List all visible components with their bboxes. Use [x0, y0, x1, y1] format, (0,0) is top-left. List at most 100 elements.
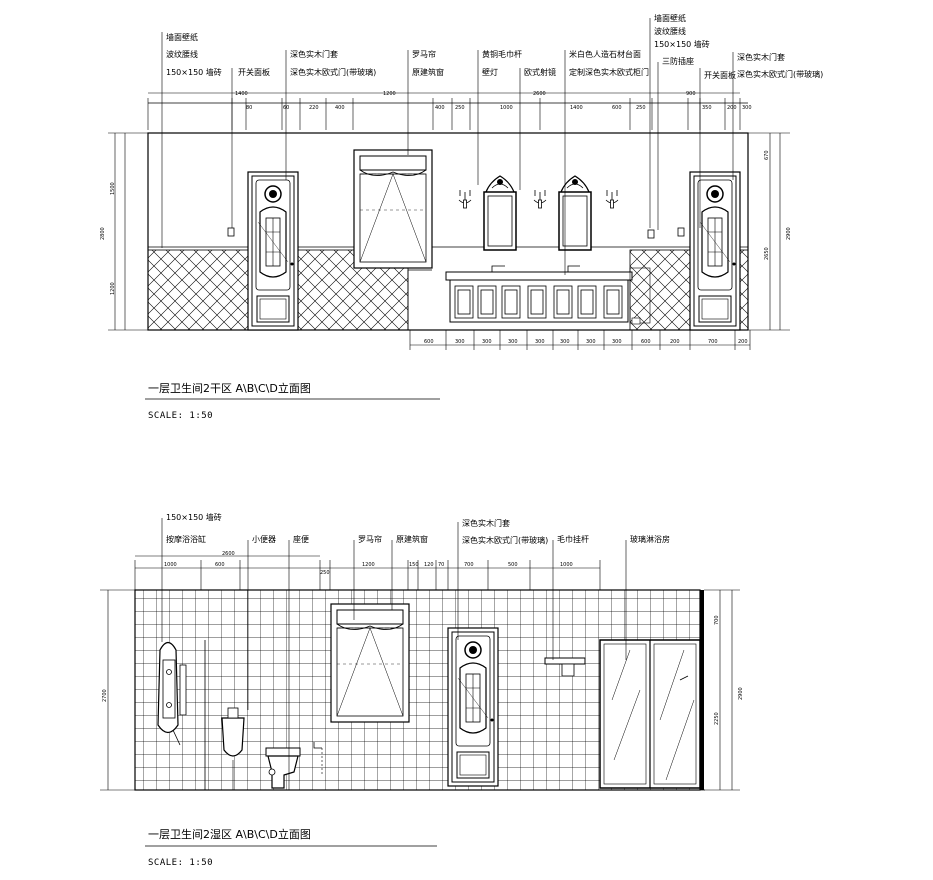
label-wet-roman-blind: 罗马帘 [358, 534, 382, 544]
dim-400: 400 [335, 105, 345, 111]
bdim-6: 300 [560, 339, 570, 345]
bdim-4: 300 [508, 339, 518, 345]
wdim-600: 600 [215, 562, 225, 568]
label-countertop: 米白色人造石材台面 [569, 49, 641, 59]
sconce-3 [605, 189, 619, 209]
wet-leaders [161, 518, 627, 710]
dim-1400: 1400 [235, 91, 248, 97]
label-wallpaper-2: 墙面壁纸 [654, 13, 686, 23]
label-wall-tile: 150×150 墙砖 [166, 67, 222, 77]
door-left [247, 171, 299, 331]
label-towel-bar: 黄铜毛巾杆 [482, 49, 522, 59]
dim-250b: 250 [636, 105, 646, 111]
wdim-500: 500 [508, 562, 518, 568]
wdim-150: 150 [409, 562, 419, 568]
bdim-3: 300 [482, 339, 492, 345]
bdim-9: 600 [641, 339, 651, 345]
wdim-1000: 1000 [164, 562, 177, 568]
drawing-scale-dry: SCALE: 1:50 [148, 411, 213, 421]
left-dim-1200: 1200 [110, 282, 116, 295]
urinal [221, 707, 245, 790]
switch-panel-icon-2 [677, 227, 685, 237]
wdim-1000b: 1000 [560, 562, 573, 568]
wdim-250: 250 [320, 570, 330, 576]
label-door: 深色实木欧式门(带玻璃) [290, 67, 376, 77]
drawing-scale-wet: SCALE: 1:50 [148, 858, 213, 868]
label-wet-wall-tile: 150×150 墙砖 [166, 512, 222, 522]
dim-250: 250 [455, 105, 465, 111]
wet-area-elevation: 1000 600 2600 250 1200 150 120 70 700 50… [100, 512, 744, 868]
sconce-2 [533, 189, 547, 209]
label-window: 原建筑窗 [412, 67, 444, 77]
label-wave-molding-2: 波纹腰线 [654, 26, 686, 36]
label-mirror: 欧式射镜 [524, 67, 556, 77]
wdim-70: 70 [438, 562, 444, 568]
sconce-1 [458, 189, 472, 209]
wet-right-dim-700: 700 [714, 615, 720, 625]
label-roman-blind: 罗马帘 [412, 49, 436, 59]
toilet [265, 747, 301, 789]
wet-right-dim-2250: 2250 [714, 712, 720, 725]
label-door-frame-2: 深色实木门套 [737, 52, 785, 62]
dim-200: 200 [727, 105, 737, 111]
dim-1200: 1200 [383, 91, 396, 97]
drawing-title-wet: 一层卫生间2湿区 A\B\C\D立面图 [148, 827, 311, 841]
label-wet-door: 深色实木欧式门(带玻璃) [462, 535, 548, 545]
right-dim-670: 670 [764, 150, 770, 160]
label-wall-lamp: 壁灯 [482, 67, 498, 77]
dim-600: 600 [612, 105, 622, 111]
right-dim-2900: 2900 [786, 227, 792, 240]
right-dim-2650: 2650 [764, 247, 770, 260]
label-wall-tile-2: 150×150 墙砖 [654, 39, 710, 49]
label-wallpaper: 墙面壁纸 [166, 32, 198, 42]
wet-right-dim-2900: 2900 [738, 687, 744, 700]
label-wet-door-frame: 深色实木门套 [462, 518, 510, 528]
left-dim-1500: 1500 [110, 182, 116, 195]
door-right [689, 171, 741, 331]
massage-bathtub [157, 641, 187, 746]
label-urinal: 小便器 [252, 534, 276, 544]
wdim-1200: 1200 [362, 562, 375, 568]
bdim-8: 300 [612, 339, 622, 345]
label-wave-molding: 波纹腰线 [166, 49, 198, 59]
dim-220: 220 [309, 105, 319, 111]
label-massage-tub: 按摩浴浴缸 [166, 534, 206, 544]
label-door-2: 深色实木欧式门(带玻璃) [737, 69, 823, 79]
dim-400b: 400 [435, 105, 445, 111]
window-roman-blind [353, 149, 433, 269]
label-switch-panel: 开关面板 [238, 67, 270, 77]
dim-1000: 1000 [500, 105, 513, 111]
label-switch-panel-2: 开关面板 [704, 70, 736, 80]
bdim-5: 300 [535, 339, 545, 345]
glass-shower-enclosure [599, 639, 701, 789]
wdim-2600: 2600 [222, 551, 235, 557]
bdim-10: 200 [670, 339, 680, 345]
drawing-title-dry: 一层卫生间2干区 A\B\C\D立面图 [148, 381, 311, 395]
bdim-12: 200 [738, 339, 748, 345]
wdim-120: 120 [424, 562, 434, 568]
vanity-cabinet [445, 265, 651, 325]
mirror-left [483, 175, 517, 251]
label-shower-room: 玻璃淋浴房 [630, 534, 670, 544]
dim-900: 900 [686, 91, 696, 97]
wall-outline [147, 132, 749, 331]
bdim-7: 300 [586, 339, 596, 345]
bdim-2: 300 [455, 339, 465, 345]
wet-window-roman-blind [330, 603, 410, 723]
label-door-frame: 深色实木门套 [290, 49, 338, 59]
dim-300: 300 [742, 105, 752, 111]
dim-350: 350 [702, 105, 712, 111]
dim-2600: 2600 [533, 91, 546, 97]
label-cabinet-doors: 定制深色实木欧式柜门 [569, 67, 649, 77]
bdim-1: 600 [424, 339, 434, 345]
towel-bar [544, 657, 586, 677]
label-socket: 三防插座 [662, 56, 694, 66]
label-wet-window: 原建筑窗 [396, 534, 428, 544]
wet-left-dim-2700: 2700 [102, 689, 108, 702]
wdim-700: 700 [464, 562, 474, 568]
bdim-11: 700 [708, 339, 718, 345]
bottom-dimension-values: 600 300 300 300 300 300 300 300 600 200 … [424, 339, 748, 345]
dim-80: 80 [246, 105, 252, 111]
dry-leaders [161, 18, 734, 275]
